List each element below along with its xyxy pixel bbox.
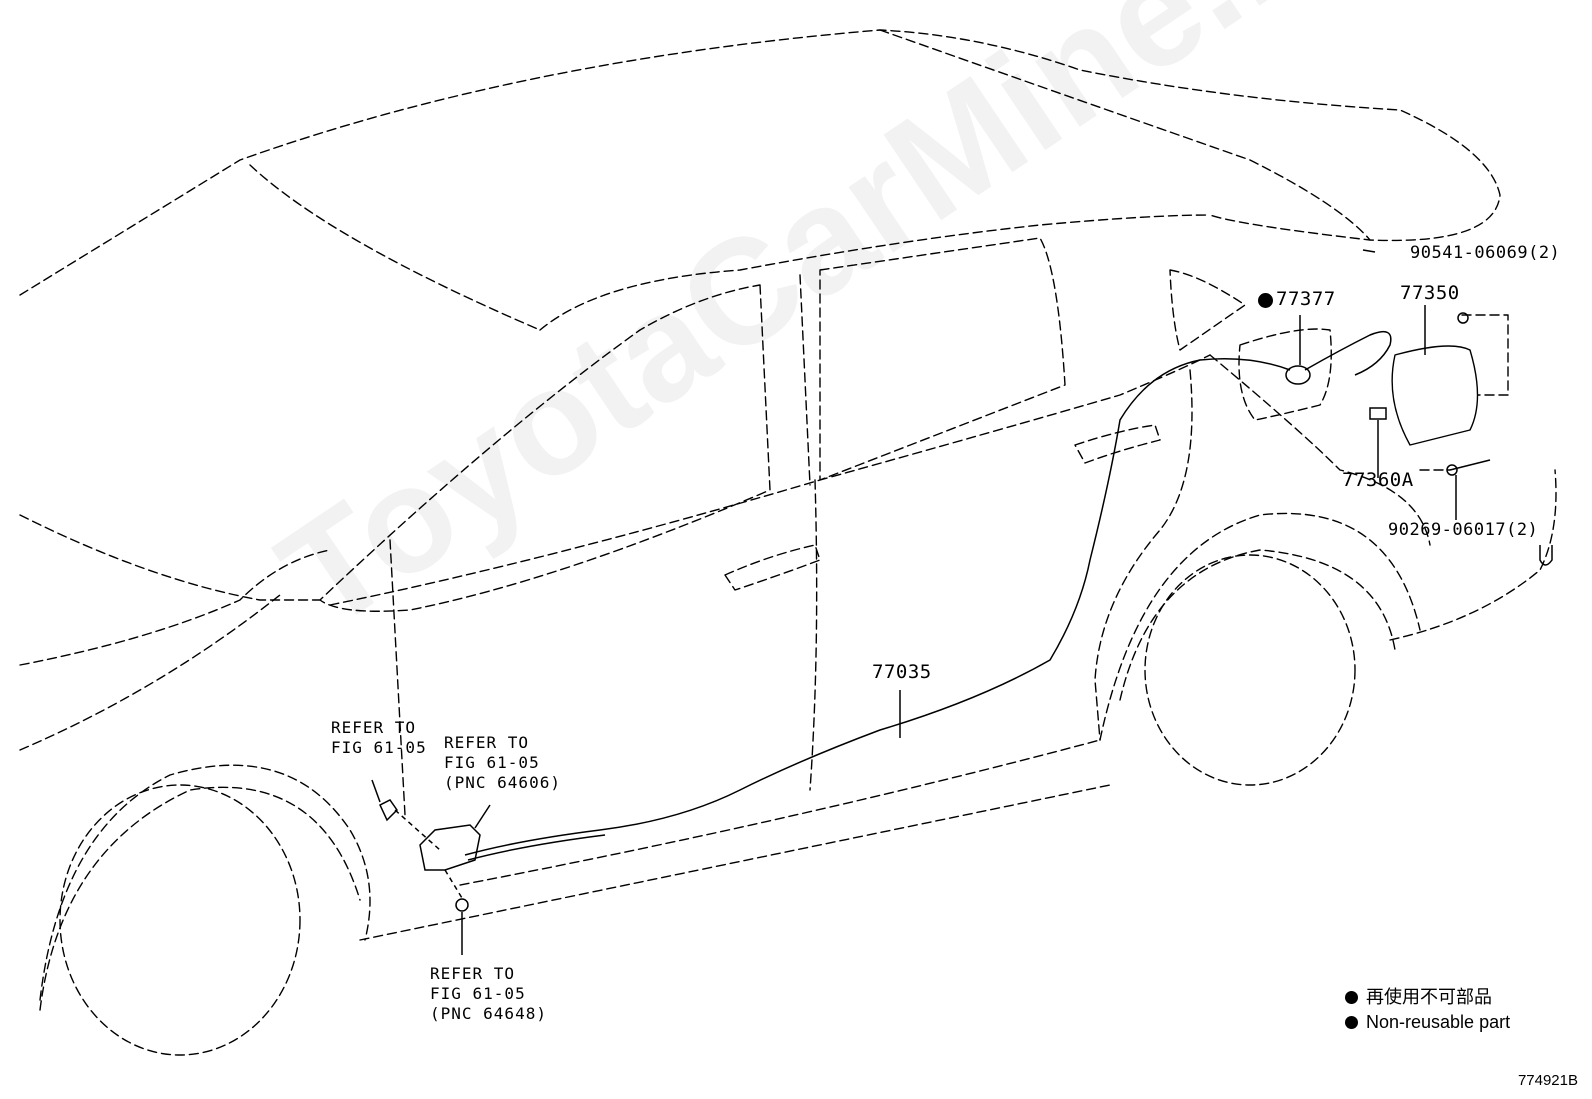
leader-refer1 (371, 779, 381, 803)
front-tire-outer (39, 786, 361, 1011)
label-90269: 90269-06017(2) (1388, 520, 1539, 540)
cable-77035-b (467, 834, 606, 861)
front-bolt (379, 799, 398, 822)
fuel-door-opening (1238, 328, 1332, 421)
rear-door-handle (1074, 424, 1161, 464)
label-77350: 77350 (1400, 282, 1460, 304)
nut-90541 (1457, 312, 1469, 324)
refer-label-1: REFER TO FIG 61-05 (331, 718, 427, 758)
leader-refer2 (474, 804, 491, 829)
roof-rear-line (249, 164, 541, 331)
rocker-line-low (359, 784, 1111, 941)
roof-outline (19, 29, 1501, 296)
b-pillar-line (799, 274, 811, 486)
clip-77360A (1369, 407, 1387, 420)
windshield-line (19, 514, 321, 601)
label-77377: 77377 (1276, 288, 1336, 310)
refer-1-line1: REFER TO (331, 718, 417, 737)
rear-tire-outer (1119, 549, 1396, 701)
refer-2-line3: (PNC 64606) (444, 773, 561, 792)
leader-dash-2 (444, 869, 463, 899)
hood-line (19, 549, 331, 666)
rear-roof-edge (879, 29, 1371, 241)
hood-line-2 (19, 594, 281, 751)
rear-wheel-arch (1099, 512, 1421, 741)
opener-lever (419, 824, 481, 871)
front-door-front-edge (389, 539, 406, 816)
refer-1-line2: FIG 61-05 (331, 738, 427, 757)
front-door-handle (724, 544, 821, 591)
label-90541: 90541-06069(2) (1410, 243, 1561, 263)
label-77035: 77035 (872, 661, 932, 683)
front-door-rear-edge (809, 479, 818, 791)
lid-dashed-box (1461, 314, 1509, 396)
cable-77035 (464, 358, 1291, 856)
rear-door-rear-edge (1094, 369, 1193, 741)
non-reusable-bullet (1258, 293, 1273, 308)
front-door-window (319, 284, 771, 612)
legend-row-jp: 再使用不可部品 (1345, 985, 1510, 1010)
front-clip (455, 898, 469, 912)
leader-90541 (1362, 249, 1376, 253)
rear-door-window (819, 237, 1066, 481)
refer-2-line1: REFER TO (444, 733, 530, 752)
legend-jp-text: 再使用不可部品 (1366, 987, 1492, 1007)
legend-row-en: Non-reusable part (1345, 1010, 1510, 1035)
rear-quarter (1209, 354, 1431, 546)
legend-bullet-icon (1345, 1016, 1358, 1029)
refer-3-line3: (PNC 64648) (430, 1004, 547, 1023)
rocker-line (459, 739, 1101, 886)
refer-label-2: REFER TO FIG 61-05 (PNC 64606) (444, 733, 561, 793)
refer-2-line2: FIG 61-05 (444, 753, 540, 772)
figure-number: 774921B (1517, 1072, 1578, 1089)
rear-bumper (1389, 469, 1557, 641)
beltline (329, 354, 1211, 606)
label-77360A: 77360A (1342, 469, 1414, 491)
fuel-lid-part (1391, 345, 1479, 446)
legend-en-text: Non-reusable part (1366, 1012, 1511, 1032)
legend: 再使用不可部品 Non-reusable part (1345, 985, 1510, 1035)
lid-lock-spring (1304, 330, 1392, 376)
refer-3-line1: REFER TO (430, 964, 516, 983)
rear-wheel (1144, 554, 1356, 786)
lid-lock-part (1285, 365, 1311, 385)
front-wheel (59, 784, 301, 1056)
beltline-upper (539, 214, 1211, 331)
refer-3-line2: FIG 61-05 (430, 984, 526, 1003)
legend-bullet-icon (1345, 991, 1358, 1004)
quarter-glass (1169, 269, 1246, 351)
leader-dash-1 (394, 809, 441, 851)
front-wheel-arch (39, 764, 371, 1001)
refer-label-3: REFER TO FIG 61-05 (PNC 64648) (430, 964, 547, 1024)
rear-u-mark (1539, 545, 1553, 566)
